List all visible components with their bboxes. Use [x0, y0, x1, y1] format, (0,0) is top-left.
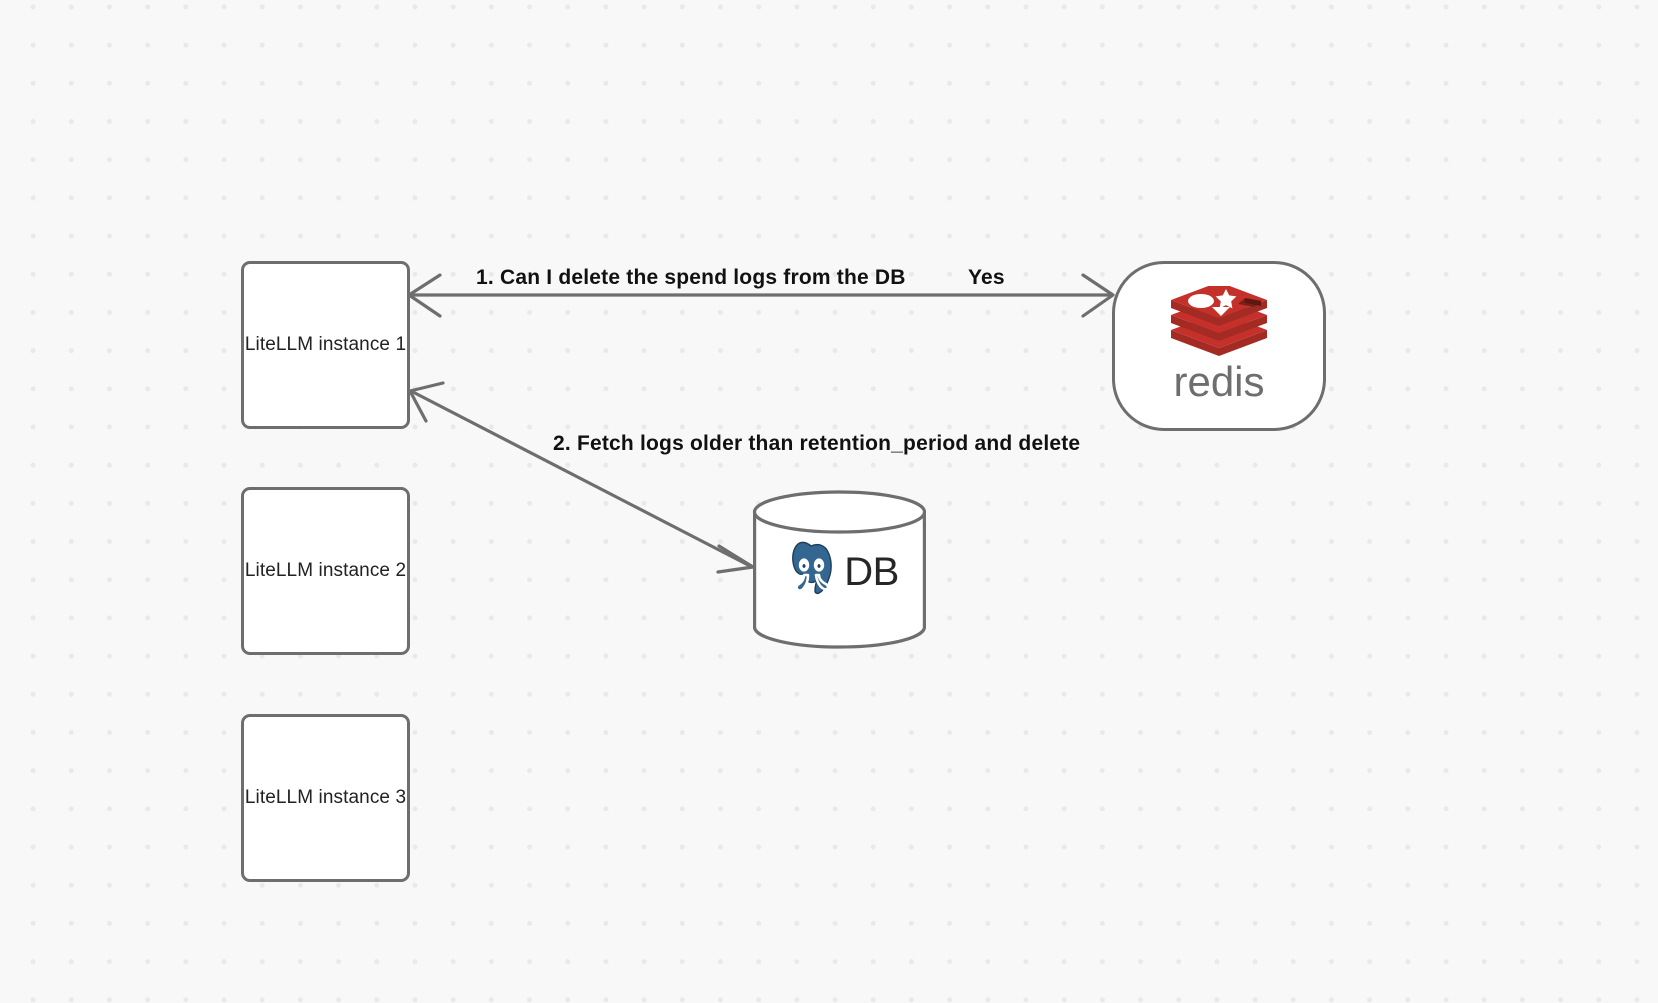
node-litellm-instance-2[interactable]: LiteLLM instance 2	[241, 487, 410, 655]
edge-label-response: Yes	[968, 266, 1005, 289]
edge-2-arrowhead-upleft	[408, 381, 445, 423]
edge-2-arrowhead-downright	[716, 544, 755, 574]
database-logo-and-label: DB	[752, 490, 927, 650]
edge-label-request: 1. Can I delete the spend logs from the …	[476, 266, 906, 289]
redis-logo: redis	[1159, 286, 1279, 406]
node-label: LiteLLM instance 1	[244, 334, 407, 355]
edge-2-line	[410, 389, 753, 569]
database-label: DB	[844, 549, 899, 594]
redis-wordmark-text: redis	[1173, 362, 1264, 405]
node-label: LiteLLM instance 2	[244, 560, 407, 581]
node-litellm-instance-1[interactable]: LiteLLM instance 1	[241, 261, 410, 429]
postgresql-elephant-icon	[786, 541, 836, 597]
edge-1-arrowhead-left	[407, 273, 442, 318]
redis-wordmark: redis	[1173, 362, 1264, 405]
node-database[interactable]: DB	[752, 490, 927, 650]
node-label: LiteLLM instance 3	[244, 787, 407, 808]
edge-1-arrowhead-right	[1081, 273, 1115, 318]
node-redis[interactable]: redis	[1112, 261, 1326, 431]
edge-label-fetch-delete: 2. Fetch logs older than retention_perio…	[553, 432, 1081, 455]
node-litellm-instance-3[interactable]: LiteLLM instance 3	[241, 714, 410, 882]
redis-stack-icon	[1171, 286, 1267, 356]
